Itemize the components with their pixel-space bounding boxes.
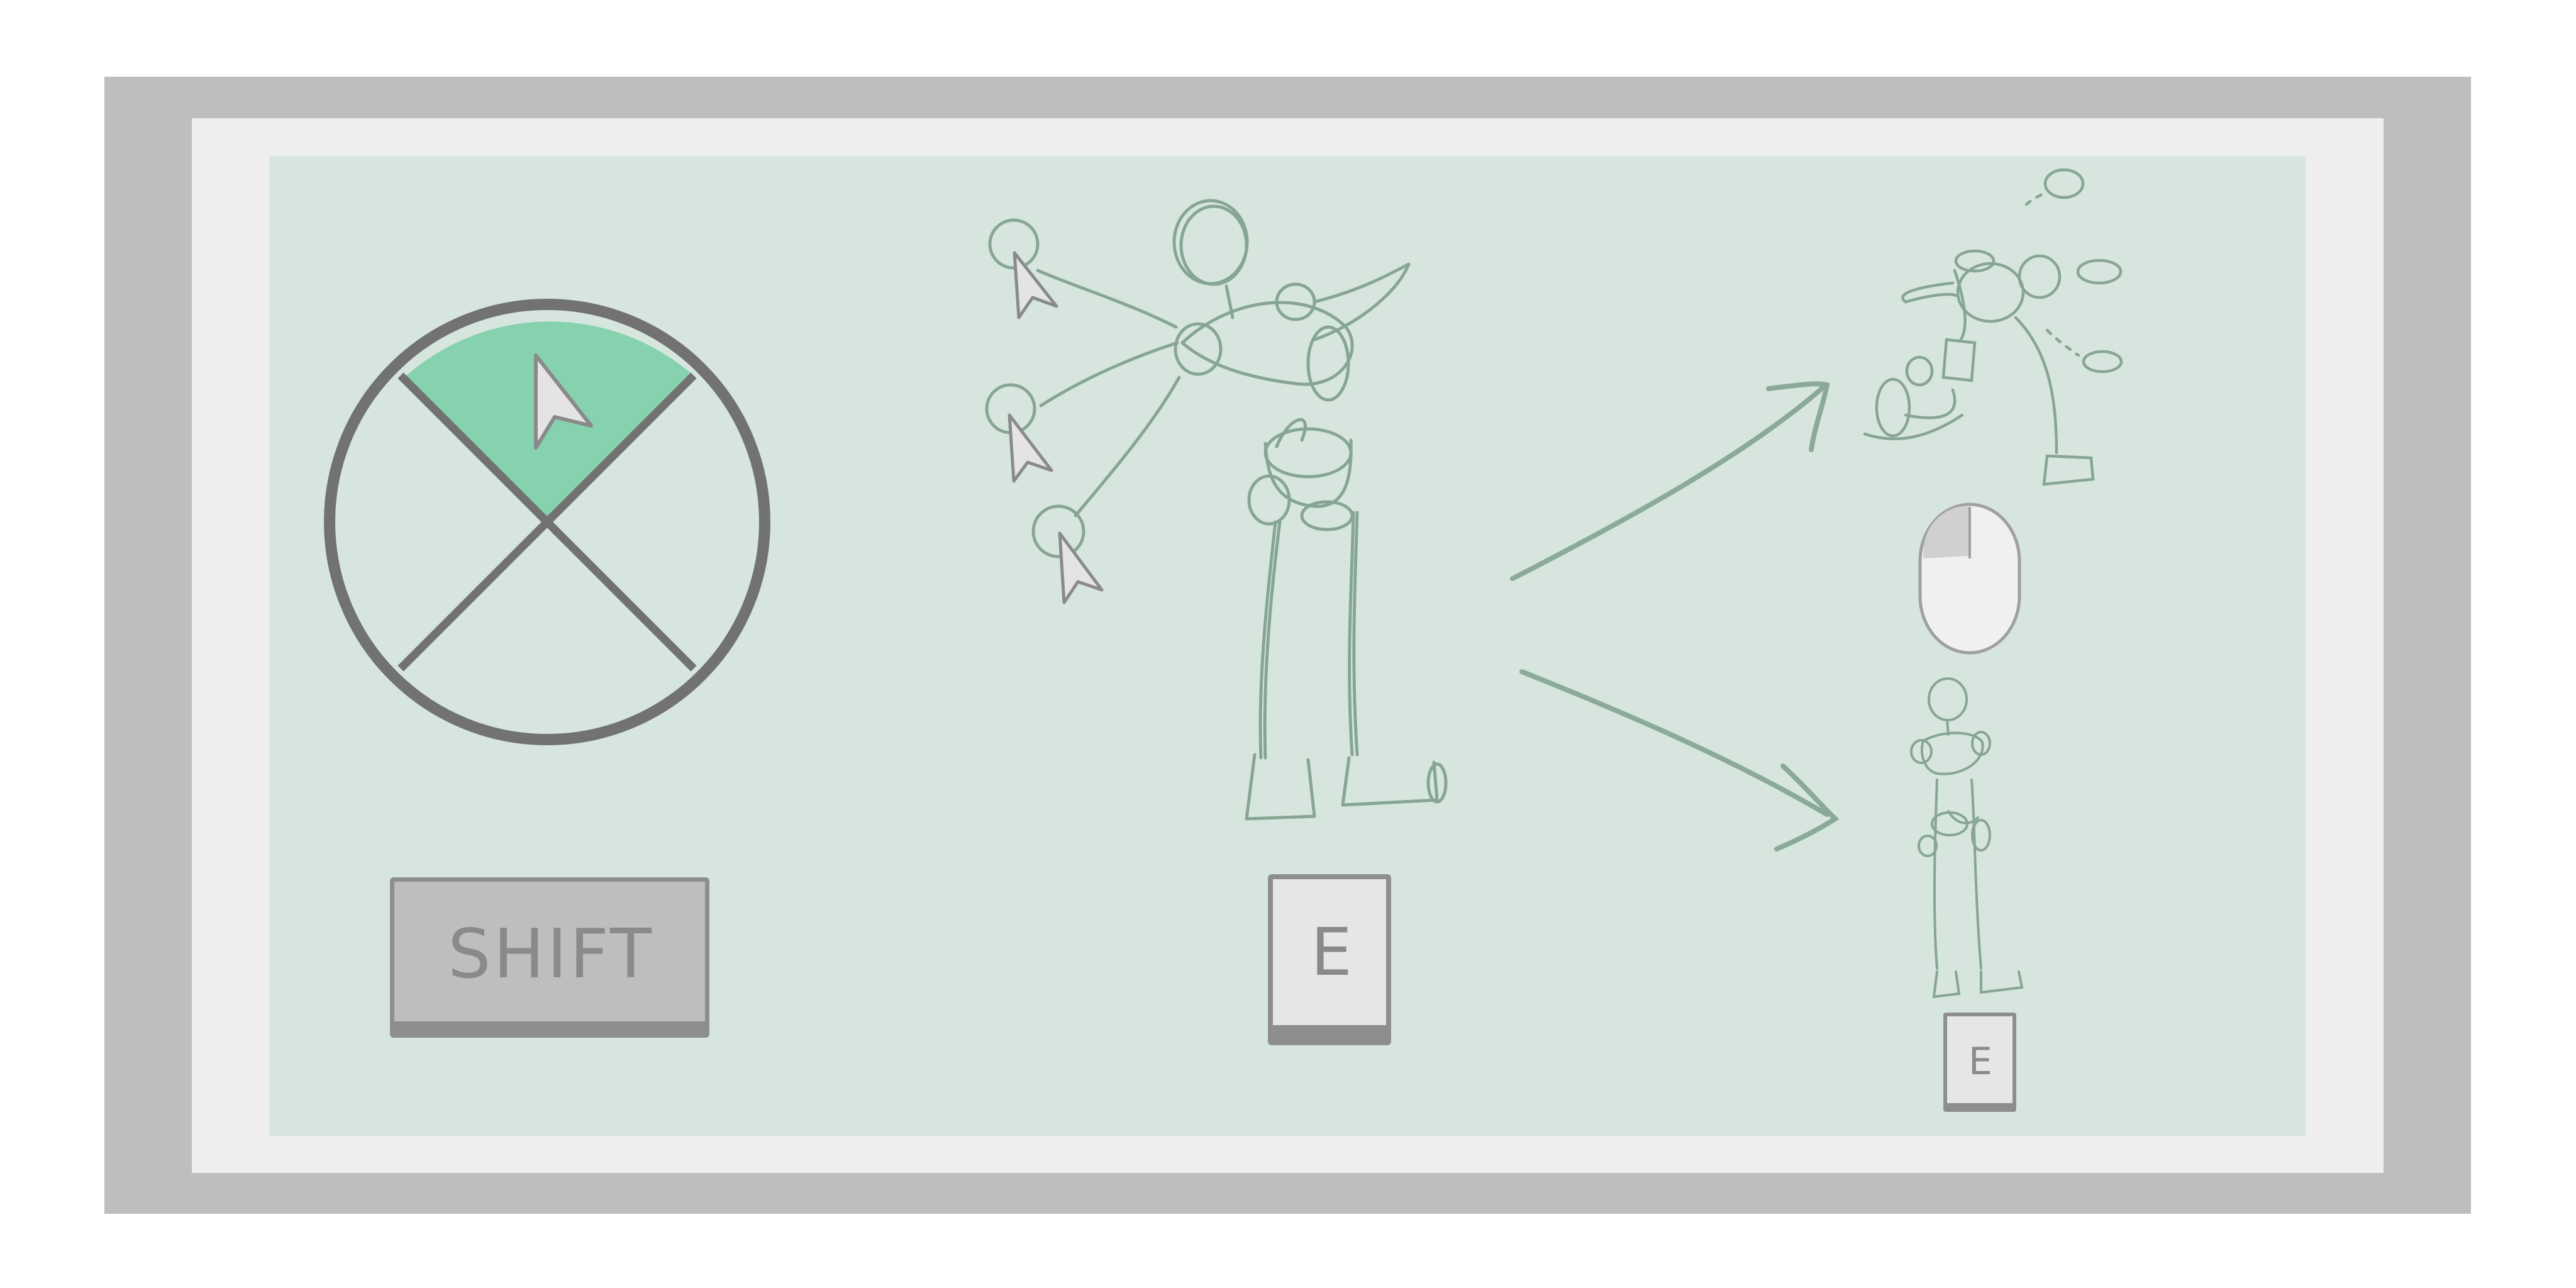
radial-menu-ring bbox=[324, 299, 770, 745]
cursor-arrow-icon bbox=[1013, 251, 1058, 319]
shift-key bbox=[390, 877, 709, 1038]
e-key-small bbox=[1943, 1013, 2016, 1112]
cursor-arrow-icon bbox=[1008, 413, 1053, 483]
radial-menu bbox=[324, 299, 770, 745]
e-key bbox=[1268, 874, 1391, 1045]
mouse-icon bbox=[1918, 502, 2021, 655]
sketch-figure-large bbox=[985, 199, 1448, 821]
sketch-figure-small bbox=[1910, 677, 2024, 999]
sketch-figure-exploded bbox=[1863, 168, 2123, 486]
cursor-arrow-icon bbox=[534, 353, 593, 450]
arrow-icon bbox=[1510, 381, 1830, 581]
cursor-arrow-icon bbox=[1058, 531, 1104, 604]
arrow-icon bbox=[1519, 669, 1840, 852]
radial-menu-divider bbox=[397, 372, 697, 672]
